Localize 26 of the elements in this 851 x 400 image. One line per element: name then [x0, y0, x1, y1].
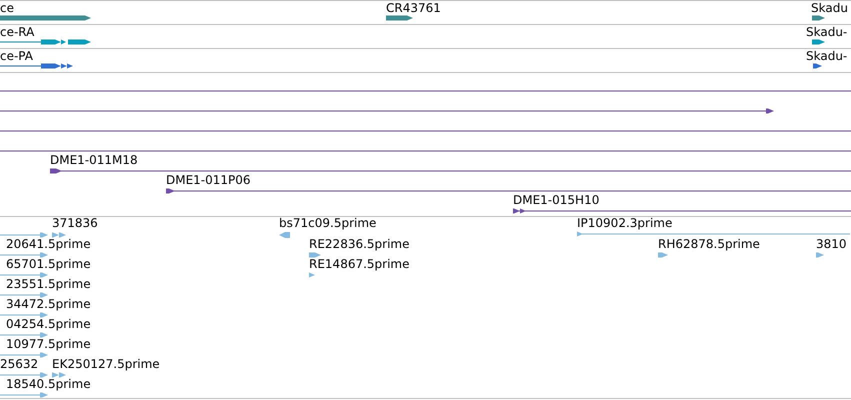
feature-label: 34472.5prime — [6, 297, 91, 311]
feature-label: ce-PA — [0, 49, 33, 63]
feature-label: 04254.5prime — [6, 317, 91, 331]
feature-label: 371836 — [52, 216, 98, 230]
feature-label: bs71c09.5prime — [279, 216, 376, 230]
feature-label: DME1-011P06 — [166, 173, 251, 187]
feature-label: RE14867.5prime — [309, 257, 410, 271]
feature-label: IP10902.3prime — [577, 216, 672, 230]
feature-label: 65701.5prime — [6, 257, 91, 271]
feature-label: ce-RA — [0, 25, 34, 39]
feature-label: RE22836.5prime — [309, 237, 410, 251]
feature-label: Skadu- — [806, 49, 848, 63]
feature-label: EK250127.5prime — [52, 357, 160, 371]
feature-label: 20641.5prime — [6, 237, 91, 251]
feature-label: DME1-015H10 — [513, 193, 600, 207]
feature-label: CR43761 — [386, 1, 441, 15]
feature-label: 3810 — [816, 237, 847, 251]
feature-label: 18540.5prime — [6, 377, 91, 391]
feature-label: Skadu — [811, 1, 848, 15]
feature-label: 10977.5prime — [6, 337, 91, 351]
feature-label: RH62878.5prime — [658, 237, 760, 251]
feature-label: ce — [0, 1, 14, 15]
feature-label: 23551.5prime — [6, 277, 91, 291]
feature-label: Skadu- — [806, 25, 848, 39]
feature-label: 25632 — [0, 357, 38, 371]
feature-label: DME1-011M18 — [50, 153, 138, 167]
